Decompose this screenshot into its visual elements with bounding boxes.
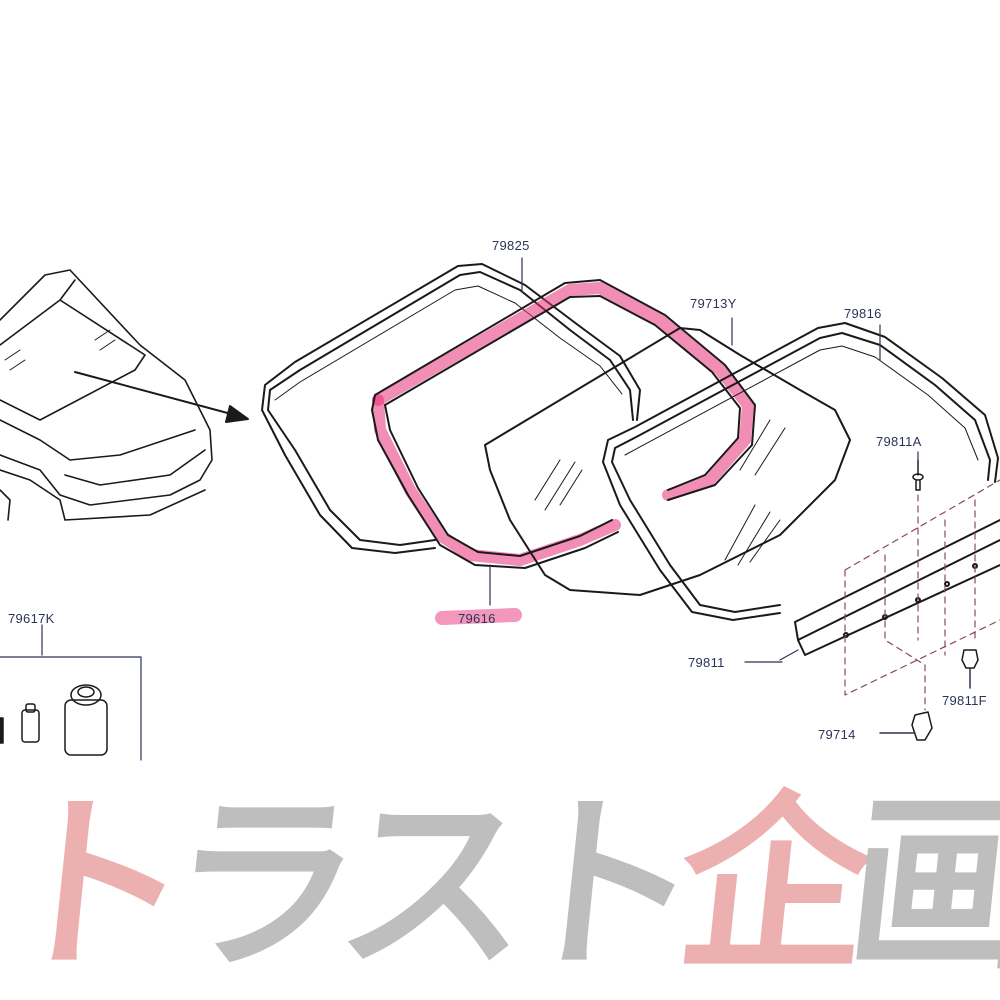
label-79811F: 79811F — [942, 693, 987, 708]
clip-79811F — [961, 649, 979, 689]
pointer-arrow — [74, 371, 249, 423]
label-79616: 79616 — [458, 611, 496, 626]
part-79713Y-glass — [484, 327, 851, 596]
label-79825: 79825 — [492, 238, 530, 253]
part-79616-seal — [371, 279, 756, 569]
watermark-char: ス — [328, 773, 522, 996]
label-79816: 79816 — [844, 306, 882, 321]
part-79617K-kit — [0, 624, 142, 761]
watermark-char: 画 — [838, 773, 1000, 996]
label-79617K: 79617K — [8, 611, 55, 626]
label-79811A: 79811A — [876, 434, 922, 449]
clip-guide-lines — [844, 479, 1000, 711]
clip-79714 — [879, 711, 933, 741]
part-79811-rail — [744, 519, 1000, 663]
label-79616-highlight — [435, 608, 522, 625]
watermark-char: ラ — [158, 773, 352, 996]
label-79714: 79714 — [818, 727, 856, 742]
watermark-char: ト — [498, 773, 692, 996]
watermark: ト ラ ス ト 企 画 — [0, 770, 1000, 1000]
label-79811: 79811 — [688, 655, 725, 670]
car-rear-illustration — [0, 269, 213, 521]
watermark-char: ト — [0, 773, 182, 996]
part-79825-molding — [261, 263, 641, 554]
label-79713Y: 79713Y — [690, 296, 737, 311]
leader-lines — [489, 257, 919, 606]
part-79816-molding — [602, 322, 999, 621]
watermark-char: 企 — [668, 773, 862, 996]
